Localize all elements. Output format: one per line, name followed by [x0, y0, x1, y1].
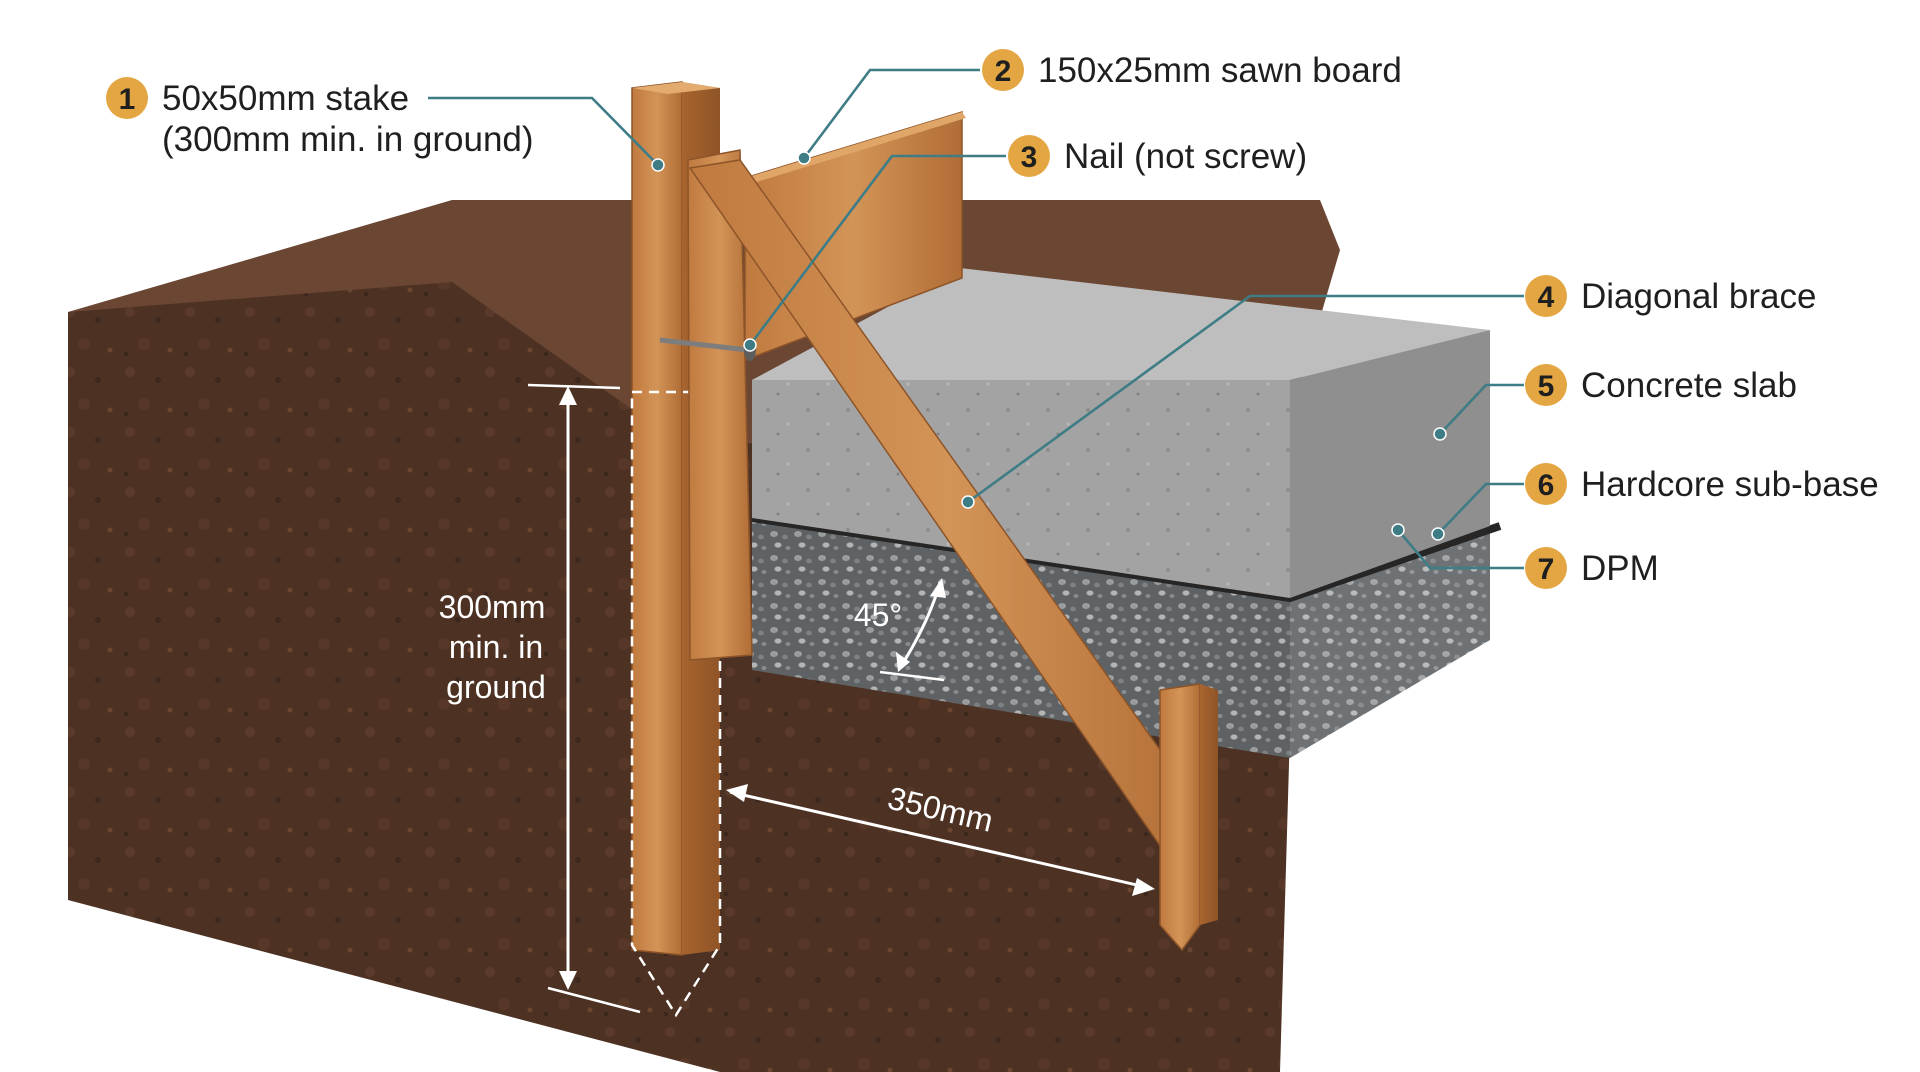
concrete-slab-top [752, 268, 1490, 380]
support-post [687, 149, 753, 661]
callout-4-badge [1525, 275, 1567, 317]
leader-6 [1437, 482, 1524, 535]
callout-6-badge [1525, 463, 1567, 505]
small-stake-side [1200, 684, 1218, 925]
callout-7-number: 7 [1538, 553, 1555, 586]
callout-1-badge [106, 77, 148, 119]
callout-6-number: 6 [1538, 469, 1555, 502]
depth-label-line-3: ground [446, 669, 546, 705]
callout-2: 2 150x25mm sawn board [982, 49, 1402, 91]
callout-5-badge [1525, 364, 1567, 406]
callout-5-label: Concrete slab [1581, 366, 1797, 405]
leader-2 [802, 68, 980, 159]
distance-dim-arrow-right [1132, 878, 1155, 896]
leader-1-dot [651, 158, 665, 172]
callout-2-label: 150x25mm sawn board [1038, 51, 1402, 90]
leader-6-dot [1431, 527, 1445, 541]
leader-4 [967, 294, 1524, 504]
callout-1-label-line-1: 50x50mm stake [162, 79, 409, 118]
angle-base-line [879, 670, 945, 682]
leader-5 [1439, 383, 1524, 435]
callout-3: 3 Nail (not screw) [1008, 135, 1307, 177]
leader-7-dot [1391, 523, 1405, 537]
leader-1 [428, 96, 659, 166]
leader-2-dot [797, 151, 811, 165]
callout-4-number: 4 [1538, 281, 1555, 314]
leader-4-dot [961, 495, 975, 509]
depth-label-line-1: 300mm [439, 589, 546, 625]
callout-6-label: Hardcore sub-base [1581, 465, 1879, 504]
callout-3-badge [1008, 135, 1050, 177]
nail [659, 337, 749, 353]
depth-dim-arrow-top [559, 386, 577, 405]
hardcore-side [1290, 530, 1490, 758]
distance-dim-arrow-left [726, 784, 748, 802]
callout-1-label-line-2: (300mm min. in ground) [162, 120, 534, 159]
angle-arrow-bottom [896, 652, 910, 672]
callout-1-number: 1 [119, 83, 136, 116]
callout-3-label: Nail (not screw) [1064, 137, 1307, 176]
callout-2-badge [982, 49, 1024, 91]
angle-label: 45° [854, 597, 902, 633]
callout-4: 4 Diagonal brace [1525, 275, 1816, 317]
callout-4-label: Diagonal brace [1581, 277, 1816, 316]
depth-dim-top-tick [527, 383, 621, 390]
callout-3-number: 3 [1021, 141, 1038, 174]
leader-3 [748, 154, 1006, 346]
leader-5-dot [1433, 427, 1447, 441]
callout-7-badge [1525, 547, 1567, 589]
depth-dim-arrow-bottom [559, 971, 577, 990]
callout-1: 1 50x50mm stake (300mm min. in ground) [106, 77, 534, 159]
distance-dim-line [729, 790, 1151, 890]
callout-7-label: DPM [1581, 549, 1659, 588]
callout-6: 6 Hardcore sub-base [1525, 463, 1879, 505]
callout-5-number: 5 [1538, 370, 1555, 403]
leader-3-dot [743, 338, 757, 352]
leader-7 [1397, 529, 1524, 570]
stake-above-ground [631, 81, 683, 956]
small-stake [1159, 683, 1201, 952]
callout-7: 7 DPM [1525, 547, 1659, 589]
stake-top [632, 82, 720, 94]
sawn-board-edge [745, 112, 966, 184]
angle-arrow-top [930, 578, 946, 598]
callout-5: 5 Concrete slab [1525, 364, 1797, 406]
depth-label-line-2: min. in [449, 629, 543, 665]
depth-dim-bottom-tick [547, 986, 641, 1014]
callout-2-number: 2 [995, 55, 1012, 88]
